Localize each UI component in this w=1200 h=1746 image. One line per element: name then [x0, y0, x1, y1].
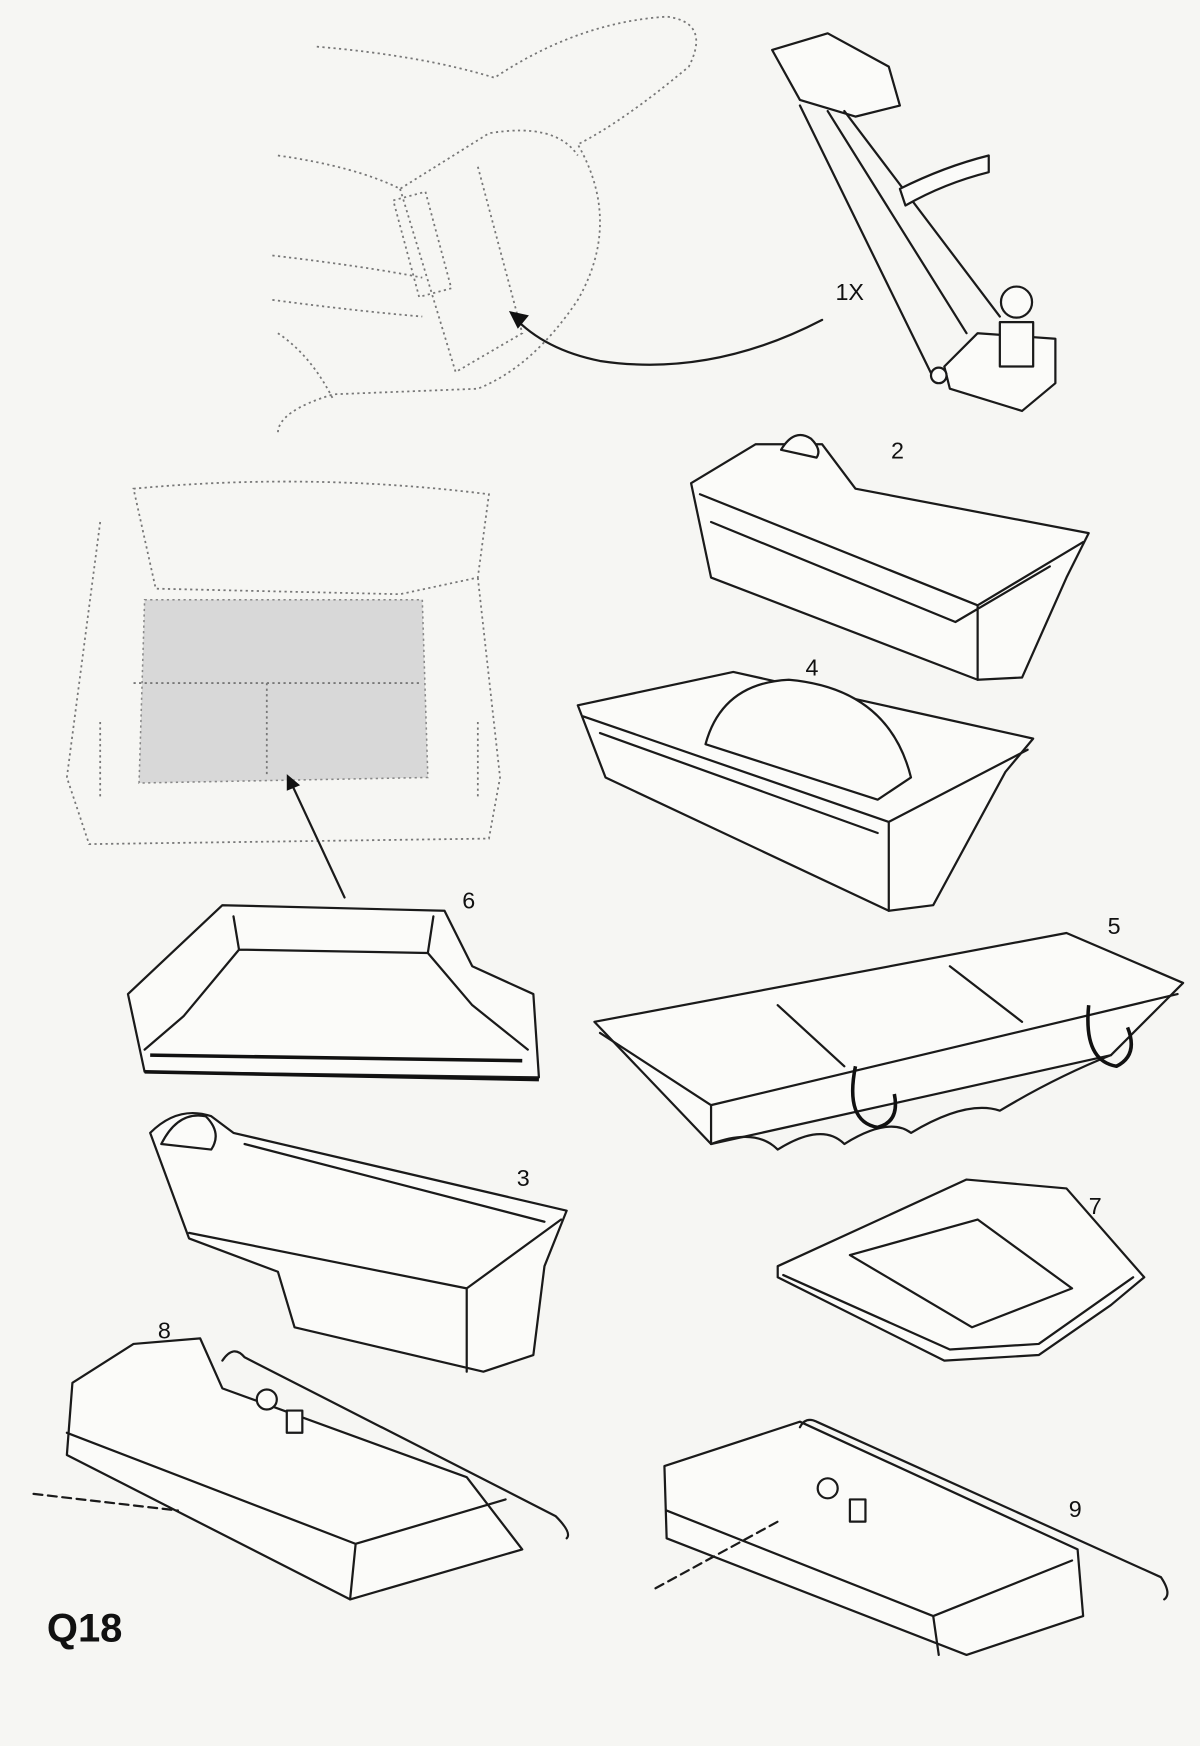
callout-3: 3	[517, 1165, 530, 1191]
tray-2-drawing	[689, 433, 1090, 681]
arrow-head-icon	[508, 310, 529, 329]
jack-drawing	[771, 32, 1057, 413]
callout-8: 8	[158, 1317, 171, 1343]
callout-5: 5	[1108, 913, 1121, 939]
car-rear-side-view	[272, 15, 698, 434]
car-rear-view-hatch-open	[65, 480, 501, 846]
tray-4-drawing	[576, 670, 1035, 912]
tray-5-drawing	[593, 931, 1185, 1151]
location-arrow-jack	[512, 315, 824, 366]
callout-6: 6	[462, 888, 475, 914]
cover-8-drawing	[32, 1337, 570, 1601]
callout-4: 4	[805, 654, 818, 680]
mat-6-drawing	[126, 904, 541, 1082]
mat-7-drawing	[776, 1178, 1146, 1362]
callout-9: 9	[1069, 1496, 1082, 1522]
arrow-head-icon	[286, 774, 301, 791]
callout-7: 7	[1089, 1193, 1102, 1219]
callout-2: 2	[891, 438, 904, 464]
cover-9-drawing	[654, 1418, 1169, 1657]
tray-3-drawing	[149, 1112, 568, 1373]
callout-1x: 1X	[835, 279, 864, 305]
page-code: Q18	[47, 1607, 123, 1651]
location-arrow-mat	[290, 781, 346, 899]
